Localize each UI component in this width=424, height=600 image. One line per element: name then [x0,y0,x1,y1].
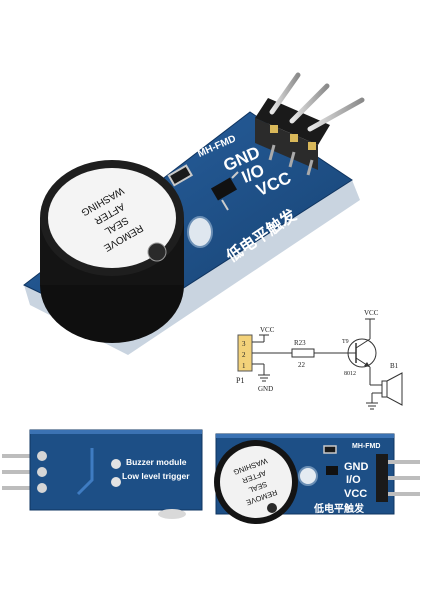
svg-text:1: 1 [242,362,246,370]
vcc-left-label: VCC [260,326,275,334]
mounting-hole [187,216,213,248]
pin-1 [269,72,301,115]
svg-text:2: 2 [242,351,246,359]
buzzer-symbol [386,372,403,406]
buzzer: REMOVE SEAL AFTER WASHING [40,160,184,343]
module-front-photo: REMOVE SEAL AFTER WASHING MH-FMD GND I/O… [214,433,420,524]
front-pin-io: I/O [346,474,361,486]
transistor-name: T9 [342,339,349,345]
buzzer-label: B1 [390,362,399,370]
svg-text:3: 3 [242,340,246,348]
resistor-r23 [291,348,315,358]
back-line-2: Low level trigger [122,471,190,481]
schematic-diagram: 3 2 1 P1 VCC R23 22 GND T9 8012 VCC B1 [236,309,403,410]
seal-sticker [48,168,176,268]
module-back-photo: Buzzer module Low level trigger [2,429,203,519]
front-mounting-hole [298,466,318,486]
front-pin-vcc: VCC [344,488,367,500]
smd-resistor [167,164,194,187]
pin-3 [307,97,365,132]
pcb-edge [24,180,360,355]
resistor-value: 22 [298,361,306,369]
back-line-1: Buzzer module [126,457,187,467]
front-pin-gnd: GND [344,461,369,473]
resistor-name: R23 [294,339,306,347]
top-module-photo: MH-FMD GND I/O VCC 低电平触发 REMOVE SEAL AFT… [23,72,365,355]
back-pcb [29,429,203,511]
front-brand: MH-FMD [352,443,380,450]
pin-2 [289,83,330,124]
gnd-left-label: GND [258,385,273,393]
smd-transistor [210,177,238,201]
front-chinese-label: 低电平触发 [313,502,365,515]
transistor-t9 [347,338,377,368]
transistor-part: 8012 [344,371,356,377]
vcc-top-label: VCC [364,309,379,317]
buzzer-hole [147,242,167,262]
front-pin-header [376,454,388,502]
connector-label: P1 [236,376,244,385]
